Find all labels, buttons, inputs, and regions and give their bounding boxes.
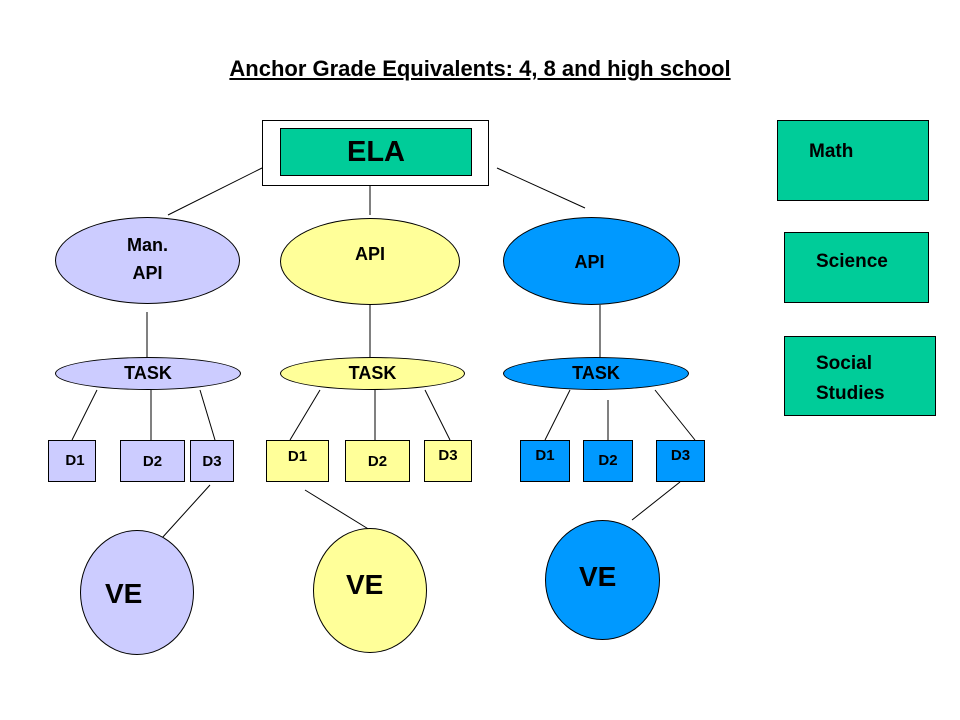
d3-label-col3: D3	[670, 447, 691, 464]
d2-label-col1: D2	[142, 453, 163, 470]
d2-label-col3: D2	[598, 452, 618, 469]
d2-box-col3: D2	[583, 440, 633, 482]
api-node-col1: Man. API	[55, 217, 240, 304]
ve-label-col2: VE	[346, 569, 384, 600]
connector-d3-ve-col3	[631, 481, 681, 521]
d3-box-col3: D3	[656, 440, 705, 482]
connector-task-d1-col3	[544, 389, 571, 441]
d1-label-col3: D1	[535, 447, 555, 464]
connector-task-d3-col1	[199, 389, 216, 441]
connector-task-d3-col2	[424, 389, 451, 441]
d1-label-col2: D1	[287, 448, 308, 465]
d1-box-col3: D1	[520, 440, 570, 482]
ela-label: ELA	[347, 135, 405, 168]
task-node-col2: TASK	[280, 357, 465, 390]
connector-task-d1-col2	[289, 389, 321, 441]
connector-task-d3-col3	[654, 389, 696, 441]
api-node-col3: API	[503, 217, 680, 305]
ela-node: ELA	[280, 128, 472, 176]
api-label-col2: API	[354, 244, 385, 264]
ve-node-col1: VE	[80, 530, 194, 655]
d2-label-col2: D2	[367, 453, 388, 470]
ve-label-col1: VE	[105, 578, 143, 609]
connector-ela-col3	[496, 167, 586, 209]
connector-d3-ve-col1	[161, 484, 211, 539]
d1-label-col1: D1	[65, 452, 85, 469]
task-node-col3: TASK	[503, 357, 689, 390]
connector-d1-ve-col2	[304, 489, 371, 531]
api-node-col2: API	[280, 218, 460, 305]
task-label-col2: TASK	[348, 363, 397, 383]
d1-box-col1: D1	[48, 440, 96, 482]
social-studies-label-line1: Social	[816, 353, 872, 374]
d3-box-col1: D3	[190, 440, 234, 482]
task-label-col1: TASK	[124, 363, 172, 383]
d3-label-col2: D3	[438, 447, 458, 464]
science-label: Science	[816, 251, 888, 272]
science-box: Science	[784, 232, 929, 303]
social-studies-box: Social Studies	[784, 336, 936, 416]
api-label-col3: API	[574, 251, 605, 272]
api-label-col1-line2: API	[132, 262, 163, 283]
social-studies-label-line2: Studies	[816, 383, 885, 404]
ve-label-col3: VE	[579, 561, 617, 592]
connector-ela-col1	[167, 167, 263, 216]
connector-task-d1-col1	[71, 389, 98, 441]
d3-box-col2: D3	[424, 440, 472, 482]
ve-node-col2: VE	[313, 528, 427, 653]
task-node-col1: TASK	[55, 357, 241, 390]
d1-box-col2: D1	[266, 440, 329, 482]
d2-box-col1: D2	[120, 440, 185, 482]
task-label-col3: TASK	[572, 363, 620, 383]
d3-label-col1: D3	[202, 453, 222, 470]
math-label: Math	[809, 141, 854, 162]
api-label-col1-line1: Man.	[126, 234, 168, 255]
math-box: Math	[777, 120, 929, 201]
diagram-title: Anchor Grade Equivalents: 4, 8 and high …	[229, 56, 731, 81]
d2-box-col2: D2	[345, 440, 410, 482]
ve-node-col3: VE	[545, 520, 660, 640]
